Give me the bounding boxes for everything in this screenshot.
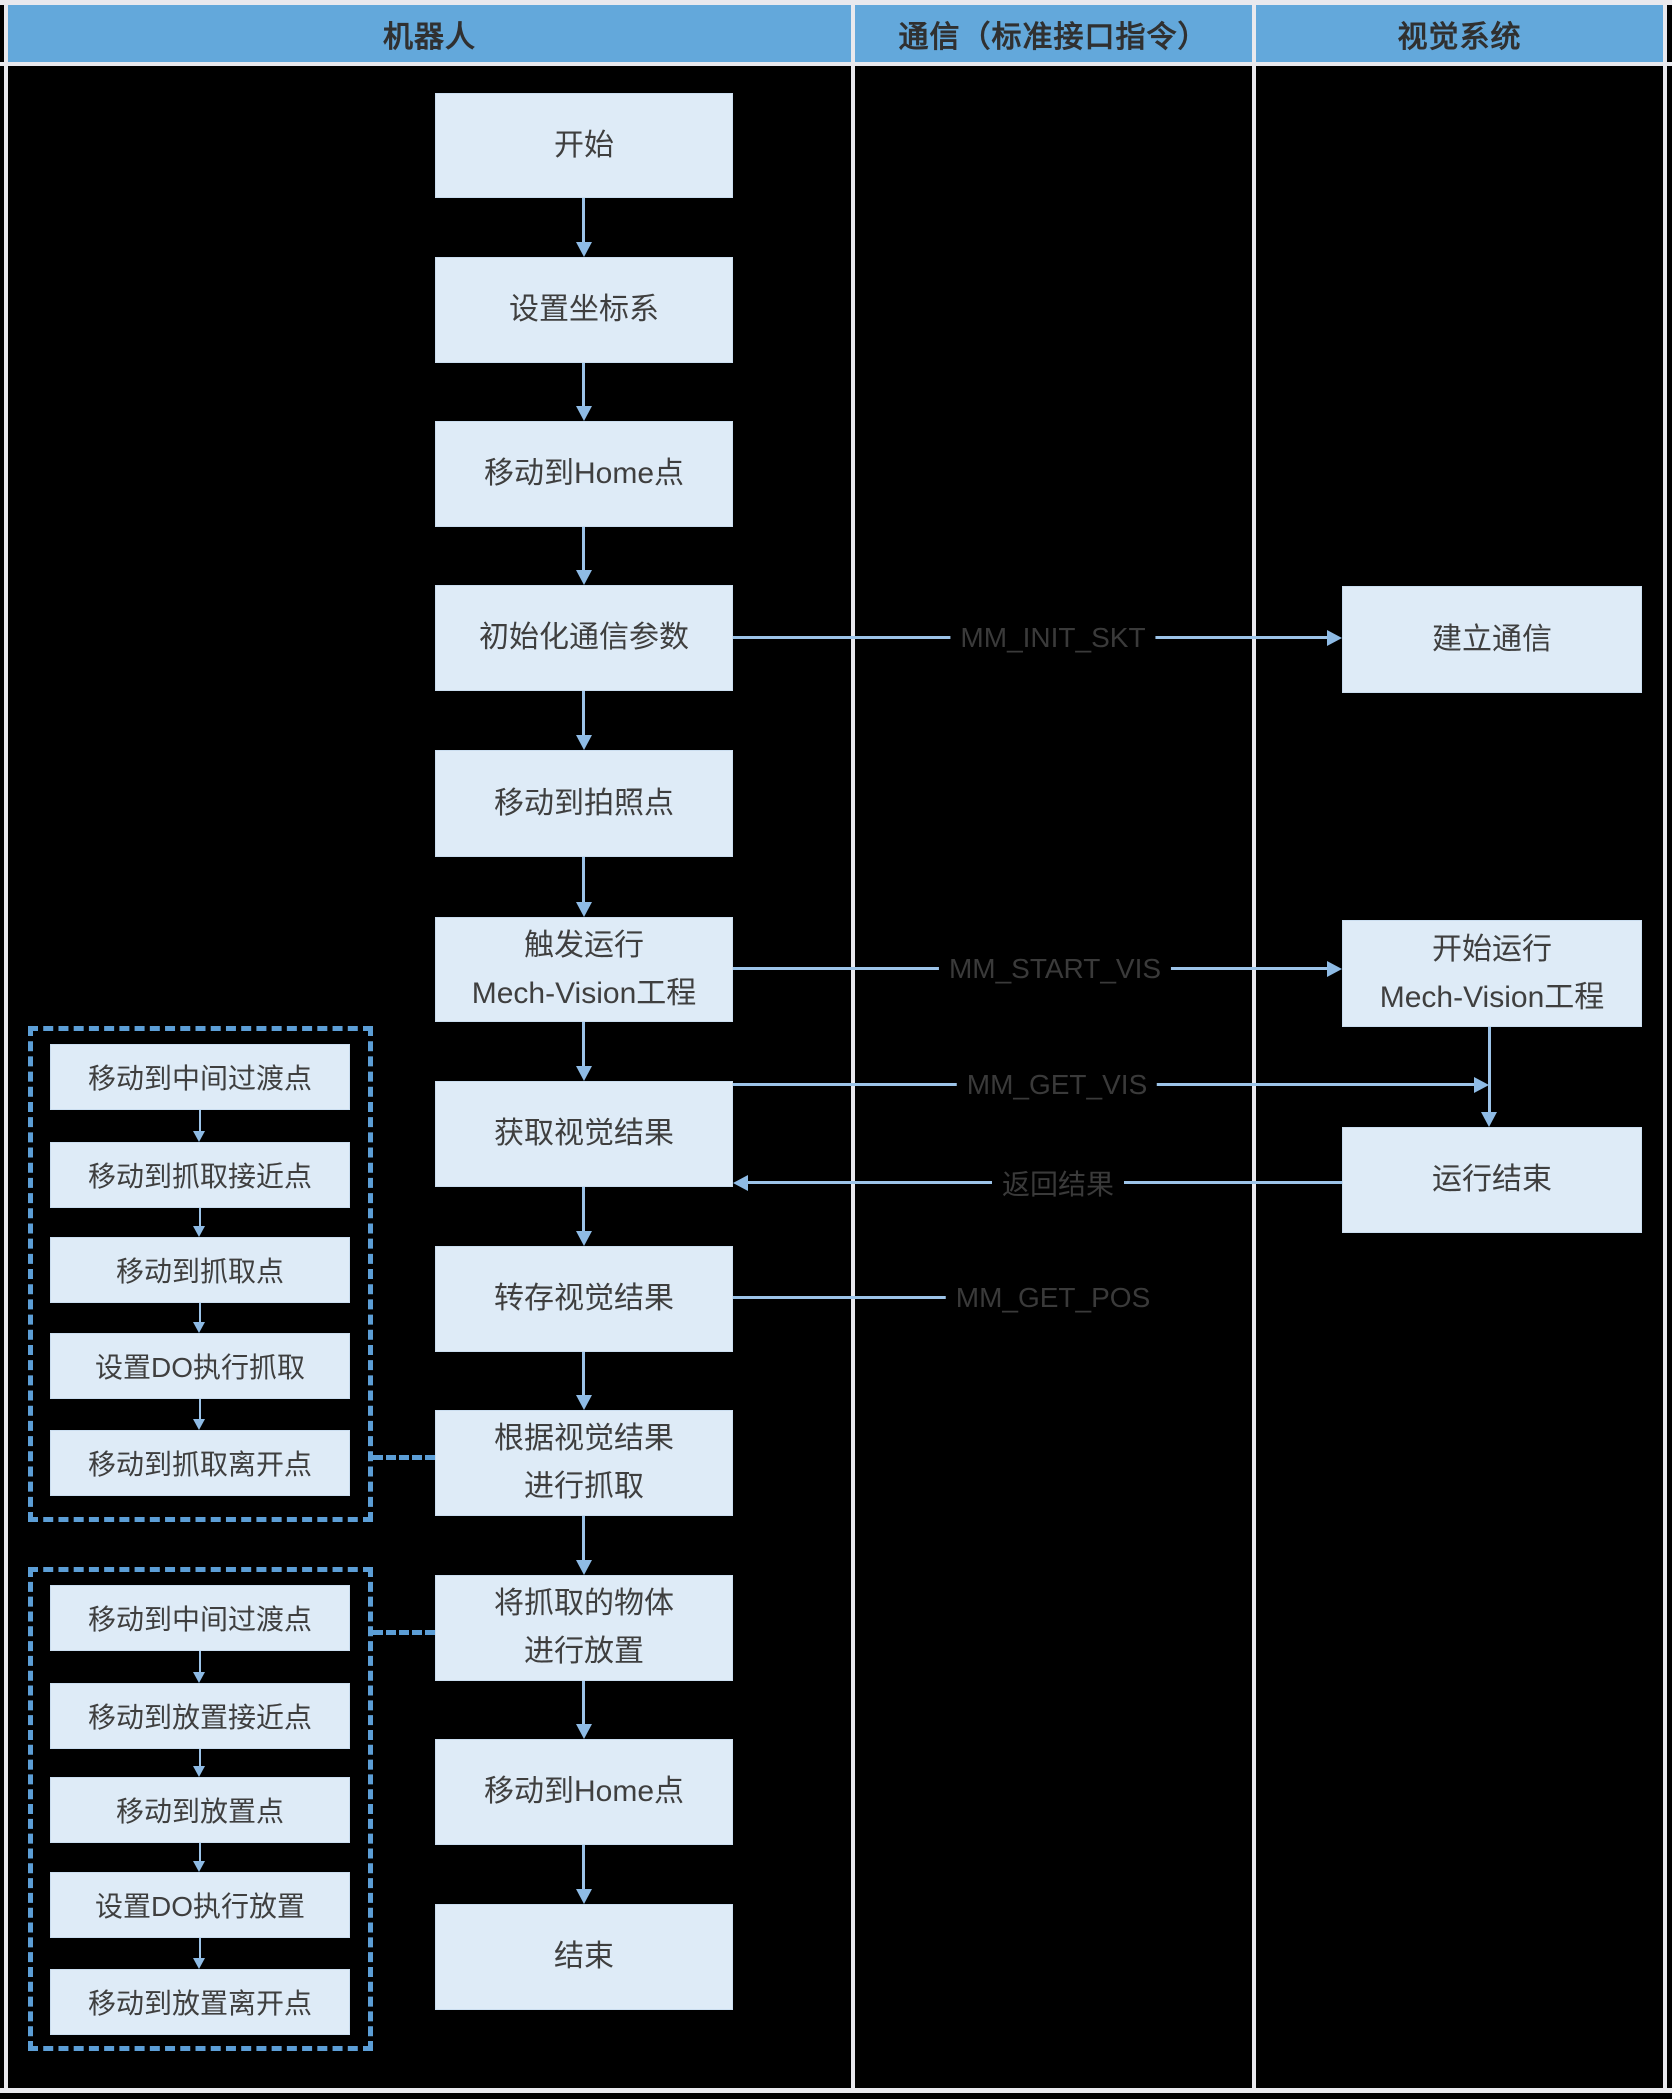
flow-arrowhead [576,902,592,917]
node-establish-comm: 建立通信 [1342,586,1642,693]
group-arrow-line [199,1110,201,1131]
flow-arrow-line [582,1845,585,1889]
group-arrow-line [199,1399,201,1419]
comm-arrowhead-return-result [733,1175,748,1191]
frame-bottom-border [0,2088,1672,2093]
node-place-move-approach-point: 移动到放置接近点 [50,1683,350,1749]
frame-top-border [0,0,1672,5]
flow-arrowhead [576,570,592,585]
comm-label-mm-get-pos: MM_GET_POS [945,1280,1161,1316]
flow-arrowhead [576,1395,592,1410]
group-arrowhead [193,1672,205,1683]
node-place-move-intermediate-point: 移动到中间过渡点 [50,1585,350,1651]
node-start: 开始 [435,93,733,198]
lane-header-communication: 通信（标准接口指令） [855,5,1252,62]
flow-arrow-line [582,1681,585,1724]
node-start-mech-vision-project: 开始运行 Mech-Vision工程 [1342,920,1642,1027]
node-pick-by-vision-result: 根据视觉结果 进行抓取 [435,1410,733,1516]
lane-divider-comm-vision [1252,5,1256,2088]
frame-right-border [1663,0,1667,2093]
group-arrowhead [193,1958,205,1969]
group-arrowhead [193,1419,205,1430]
comm-arrowhead-mm-init-skt [1327,630,1342,646]
flow-arrow-line [582,527,585,570]
flow-arrow-line [582,198,585,242]
node-place-move-departure-point: 移动到放置离开点 [50,1969,350,2035]
group-arrow-line [199,1303,201,1322]
frame-header-bottom-border [0,62,1672,66]
node-init-comm-params: 初始化通信参数 [435,585,733,691]
group-arrowhead [193,1861,205,1872]
vision-flow-arrow-line [1488,1027,1491,1112]
comm-line-mm-get-pos [733,1296,955,1299]
node-place-object: 将抓取的物体 进行放置 [435,1575,733,1681]
lane-header-robot: 机器人 [8,5,851,62]
node-trigger-mech-vision: 触发运行 Mech-Vision工程 [435,917,733,1022]
flow-arrowhead [576,1560,592,1575]
place-steps-group [28,1567,373,2051]
flow-arrowhead [576,242,592,257]
flow-arrow-line [582,1352,585,1395]
pick-steps-group [28,1026,373,1522]
node-pick-move-pick-point: 移动到抓取点 [50,1237,350,1303]
node-move-home-1: 移动到Home点 [435,421,733,527]
node-end: 结束 [435,1904,733,2010]
place-group-connector [373,1630,435,1635]
lane-divider-robot-comm [851,5,855,2088]
flow-arrow-line [582,1516,585,1560]
vision-flow-arrowhead [1481,1112,1497,1127]
group-arrow-line [199,1749,201,1766]
node-pick-move-departure-point: 移动到抓取离开点 [50,1430,350,1496]
flow-arrow-line [582,1022,585,1066]
group-arrowhead [193,1226,205,1237]
flow-arrow-line [582,857,585,902]
node-move-home-2: 移动到Home点 [435,1739,733,1845]
frame-left-border [4,0,8,2093]
group-arrowhead [193,1322,205,1333]
node-transfer-vision-result: 转存视觉结果 [435,1246,733,1352]
flow-arrowhead [576,1231,592,1246]
flow-arrowhead [576,1724,592,1739]
comm-arrowhead-mm-start-vis [1327,961,1342,977]
group-arrowhead [193,1766,205,1777]
node-place-set-do: 设置DO执行放置 [50,1872,350,1938]
node-place-move-place-point: 移动到放置点 [50,1777,350,1843]
flow-arrow-line [582,1187,585,1231]
group-arrow-line [199,1651,201,1672]
pick-group-connector [373,1455,435,1460]
comm-label-return-result: 返回结果 [991,1161,1125,1205]
group-arrow-line [199,1208,201,1226]
comm-label-mm-init-skt: MM_INIT_SKT [950,620,1156,656]
comm-arrowhead-mm-get-vis [1474,1077,1489,1093]
group-arrowhead [193,1131,205,1142]
node-pick-set-do: 设置DO执行抓取 [50,1333,350,1399]
lane-header-robot-label: 机器人 [383,20,476,54]
lane-header-vision: 视觉系统 [1256,5,1663,62]
flow-arrowhead [576,735,592,750]
node-move-photo-point: 移动到拍照点 [435,750,733,857]
flow-arrow-line [582,691,585,735]
flow-arrowhead [576,1889,592,1904]
lane-header-communication-label: 通信（标准接口指令） [898,20,1209,54]
flow-arrowhead [576,406,592,421]
group-arrow-line [199,1938,201,1958]
comm-label-mm-start-vis: MM_START_VIS [938,951,1172,987]
node-get-vision-result: 获取视觉结果 [435,1081,733,1187]
comm-label-mm-get-vis: MM_GET_VIS [956,1067,1158,1103]
flow-arrow-line [582,363,585,406]
lane-header-vision-label: 视觉系统 [1397,20,1522,54]
flow-arrowhead [576,1066,592,1081]
node-pick-move-intermediate-point: 移动到中间过渡点 [50,1044,350,1110]
node-set-coordinate-system: 设置坐标系 [435,257,733,363]
node-run-finished: 运行结束 [1342,1127,1642,1233]
node-pick-move-approach-point: 移动到抓取接近点 [50,1142,350,1208]
group-arrow-line [199,1843,201,1861]
